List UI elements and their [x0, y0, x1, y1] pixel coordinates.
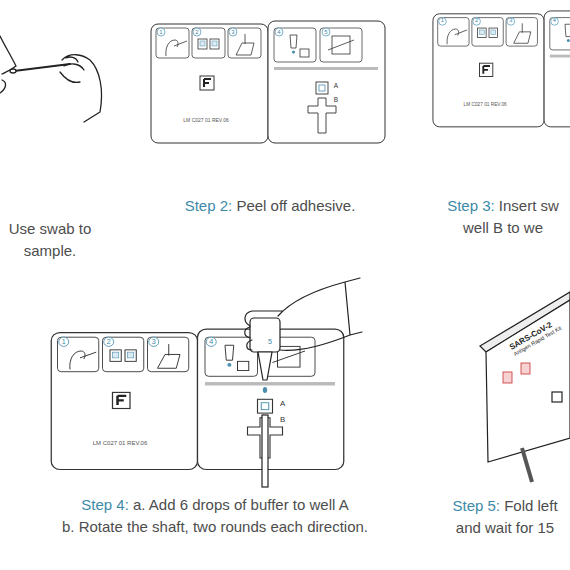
swab: [14, 64, 70, 71]
step3-card: [433, 11, 570, 127]
test-card: 1 2 3 4 LM C027 01 REV.06: [432, 10, 570, 129]
step-number: 4: [277, 29, 280, 35]
step-label: Step 2:: [185, 197, 233, 214]
drop: [263, 387, 267, 393]
face-profile: [0, 36, 16, 93]
shaft: [262, 415, 268, 487]
dropper-nozzle: [258, 352, 272, 380]
device-face: [486, 300, 570, 462]
step-number: 5: [268, 338, 272, 345]
step-instruction: b. Rotate the shaft, two rounds each dir…: [45, 516, 385, 538]
well-letter: B: [280, 416, 285, 424]
result-window: [503, 372, 512, 383]
step-label: Step 3:: [447, 197, 495, 214]
swab-tip: [10, 69, 16, 73]
step-caption: Step 5:Fold left and wait for 15: [440, 495, 570, 539]
test-card: 1 2 3 4 5 LM C027 01 REV.06 AB: [50, 328, 345, 472]
step-number: 5: [324, 29, 327, 35]
step-instruction: Use swab to sample.: [9, 220, 92, 259]
hand: [245, 278, 362, 350]
step5-illustration: [480, 292, 570, 482]
step-number: 1: [441, 19, 444, 25]
well-letter: B: [334, 97, 338, 104]
step-instruction: a. Add 6 drops of buffer to well A: [133, 496, 349, 513]
shaft: [522, 448, 532, 482]
well-letter: A: [334, 83, 338, 90]
hand: [60, 55, 102, 122]
test-card: 1 2 3 4 5 LM C027 01 REV.06 AB: [150, 20, 386, 145]
step-label: Step 5:: [452, 497, 500, 514]
lot-code: LM C027 01 REV.06: [93, 440, 147, 446]
step-number: 2: [195, 29, 198, 35]
lot-code: LM C027 01 REV.06: [183, 118, 228, 123]
step-caption: Use swab to sample.: [0, 218, 100, 262]
well-letter: A: [280, 400, 285, 408]
step-number: 3: [509, 19, 512, 25]
step4-illustration: [245, 278, 362, 487]
step-number: 1: [159, 29, 162, 35]
step4-card: [51, 329, 344, 469]
step-caption: Step 3:Insert sw well B to we: [436, 195, 570, 239]
step-number: 3: [152, 338, 156, 345]
step-caption: Step 4:a. Add 6 drops of buffer to well …: [45, 494, 385, 538]
step1-illustration: [0, 36, 102, 122]
step-label: Step 4:: [81, 496, 129, 513]
step-number: 4: [553, 19, 556, 25]
step-number: 4: [209, 338, 213, 345]
step-number: 3: [231, 29, 234, 35]
step2-card: [151, 21, 385, 143]
lot-code: LM C027 01 REV.06: [464, 103, 507, 108]
dropper-bottle: [250, 318, 280, 352]
result-window: [521, 363, 530, 374]
step-number: 2: [107, 338, 111, 345]
step-caption: Step 2:Peel off adhesive.: [155, 195, 385, 217]
well: [552, 392, 562, 402]
step-number: 2: [475, 19, 478, 25]
step-instruction: Peel off adhesive.: [236, 197, 355, 214]
step-number: 1: [62, 338, 66, 345]
